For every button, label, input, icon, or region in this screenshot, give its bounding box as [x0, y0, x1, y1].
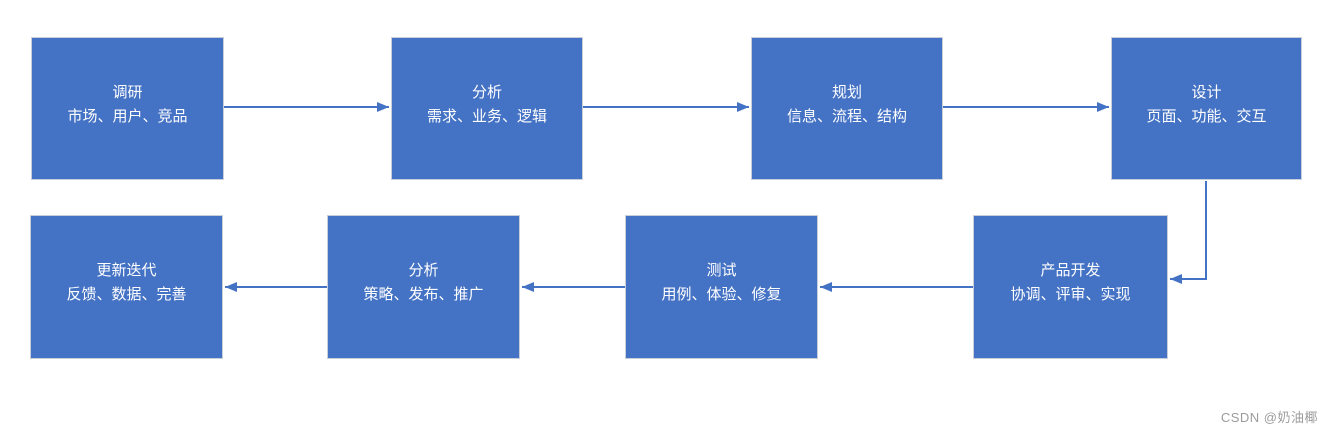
watermark: CSDN @奶油椰 — [1220, 410, 1318, 425]
node-title: 设计 — [1191, 83, 1222, 101]
node-subtitle: 信息、流程、结构 — [786, 107, 907, 125]
node-title: 分析 — [471, 83, 502, 101]
node-analysis: 分析 需求、业务、逻辑 — [391, 37, 583, 180]
node-title: 调研 — [112, 83, 143, 101]
node-subtitle: 反馈、数据、完善 — [66, 286, 187, 303]
node-design: 设计 页面、功能、交互 — [1111, 37, 1302, 180]
node-subtitle: 协调、评审、实现 — [1010, 286, 1131, 303]
node-title: 规划 — [831, 83, 862, 101]
node-subtitle: 需求、业务、逻辑 — [426, 107, 547, 125]
node-planning: 规划 信息、流程、结构 — [751, 37, 943, 180]
node-subtitle: 市场、用户、竞品 — [67, 107, 188, 125]
node-subtitle: 策略、发布、推广 — [363, 286, 484, 303]
node-release-analysis: 分析 策略、发布、推广 — [327, 215, 520, 359]
node-title: 分析 — [408, 262, 439, 279]
node-title: 更新迭代 — [96, 262, 157, 279]
node-subtitle: 用例、体验、修复 — [661, 286, 782, 303]
node-research: 调研 市场、用户、竞品 — [31, 37, 224, 180]
node-iteration: 更新迭代 反馈、数据、完善 — [30, 215, 223, 359]
node-testing: 测试 用例、体验、修复 — [625, 215, 818, 359]
arrow-design-to-development — [1170, 181, 1207, 284]
node-title: 产品开发 — [1040, 262, 1101, 279]
node-title: 测试 — [706, 262, 737, 279]
node-subtitle: 页面、功能、交互 — [1146, 107, 1267, 125]
node-development: 产品开发 协调、评审、实现 — [973, 215, 1168, 359]
